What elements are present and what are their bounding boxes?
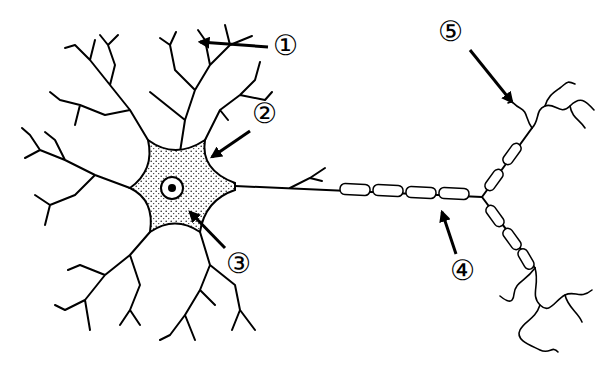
callout-number: ④ — [450, 257, 475, 285]
axon-terminals — [500, 82, 594, 352]
callout-number: ⑤ — [438, 18, 463, 46]
myelin-sheath — [340, 141, 536, 271]
callout-number: ① — [273, 32, 298, 60]
nucleolus — [168, 184, 176, 192]
callout-number: ② — [252, 100, 277, 128]
dendrites — [22, 25, 272, 340]
leader-arrows — [190, 42, 512, 254]
callout-number: ③ — [226, 250, 251, 278]
nucleus — [161, 177, 183, 199]
axon — [235, 128, 535, 268]
